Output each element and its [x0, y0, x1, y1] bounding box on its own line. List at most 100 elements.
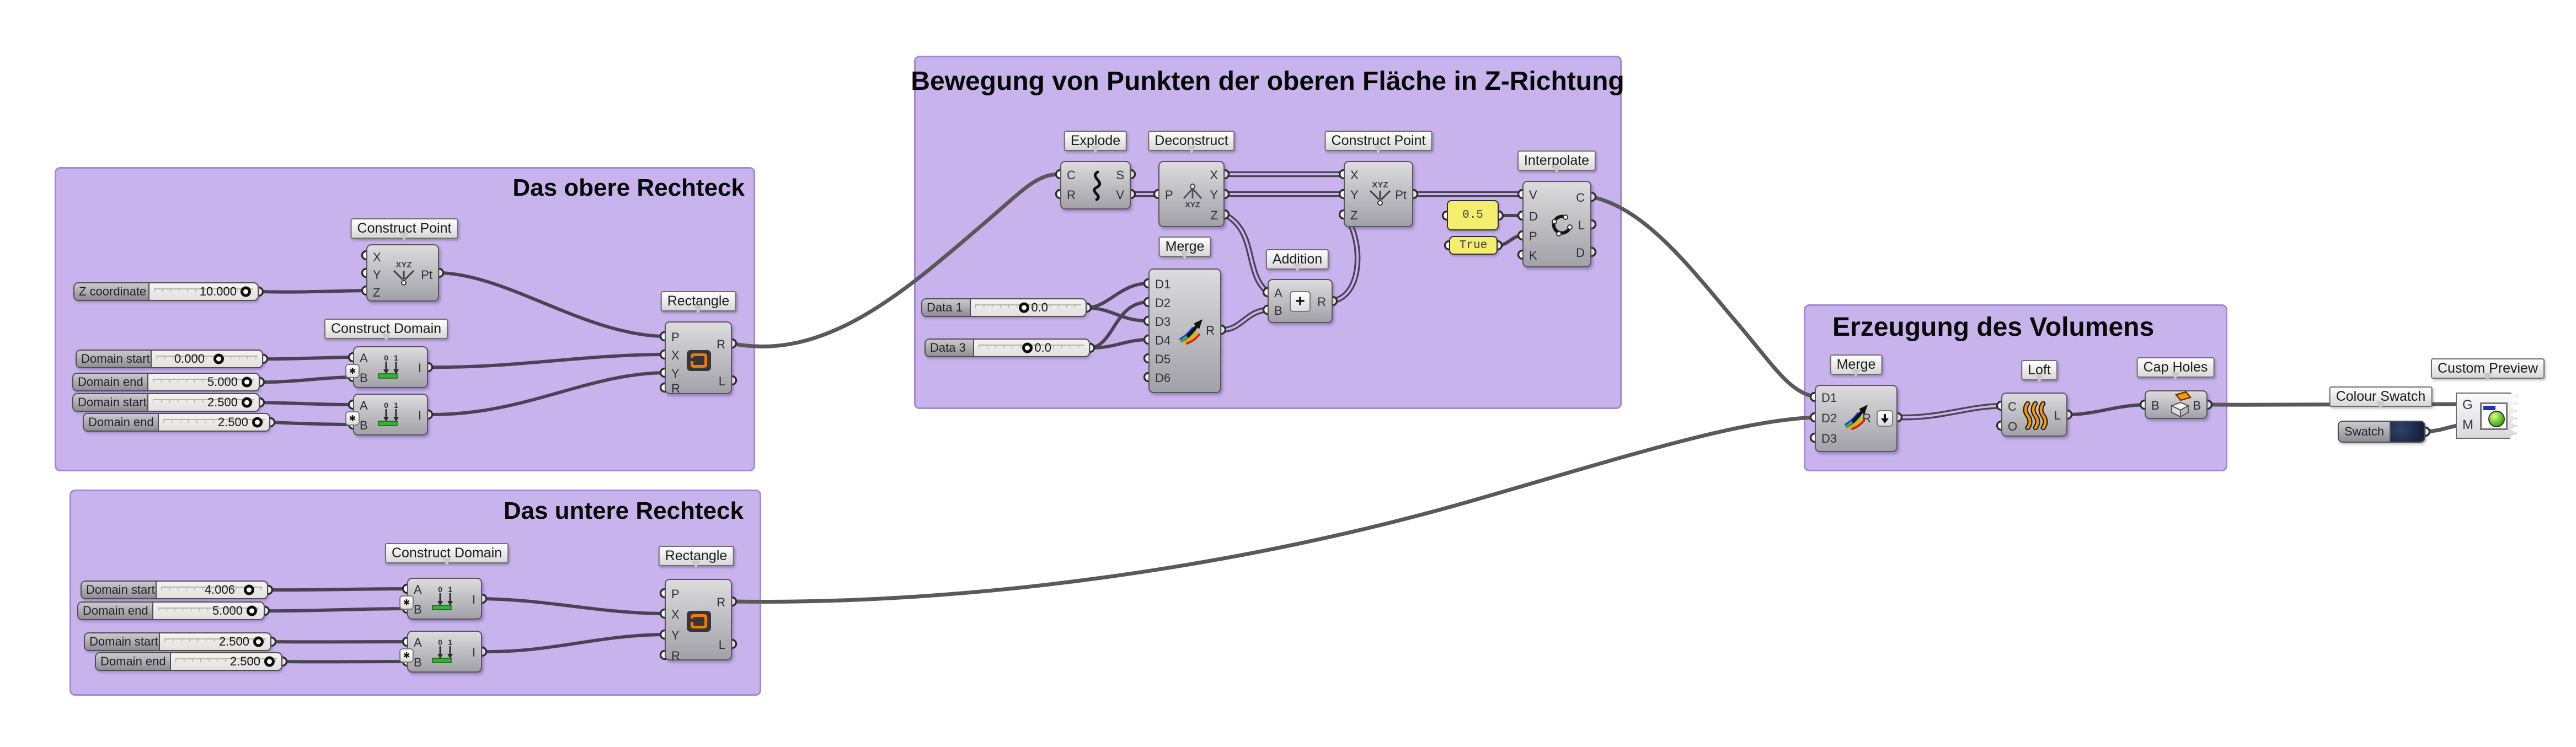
port-b: B [414, 655, 422, 669]
port-r: R [671, 649, 680, 663]
number-slider-domain-start[interactable]: Domain start 4.006 [81, 581, 268, 599]
port-pt: Pt [421, 268, 432, 282]
port-z: Z [373, 286, 381, 299]
component-merge-3[interactable]: D1 D2 D3 R [1815, 385, 1898, 452]
flatten-button[interactable] [1877, 410, 1893, 427]
expression-button[interactable]: ✱ [399, 648, 414, 663]
port-a: A [1274, 286, 1282, 300]
port-r: R [1067, 188, 1076, 202]
number-slider-domain-start[interactable]: Domain start 2.500 [72, 393, 260, 412]
port-b: B [360, 418, 368, 432]
slider-knob[interactable] [264, 656, 275, 667]
slider-knob[interactable] [1019, 302, 1030, 313]
svg-text:0: 0 [438, 638, 442, 647]
port-r: R [1317, 295, 1326, 309]
slider-knob[interactable] [213, 353, 224, 364]
component-construct-point-2[interactable]: X Y Z Pt XYZ [1344, 161, 1413, 227]
slider-value: 0.0 [1031, 300, 1048, 314]
data-panel[interactable]: 0.5 [1447, 200, 1499, 230]
slider-knob[interactable] [252, 417, 263, 428]
slider-knob[interactable] [242, 377, 252, 388]
swatch-color[interactable] [2391, 422, 2424, 442]
port-nubs [253, 169, 2470, 667]
component-custom-preview[interactable]: G M [2456, 393, 2518, 439]
data-panel[interactable]: True [1449, 236, 1498, 255]
port-o: O [2008, 420, 2018, 433]
component-deconstruct[interactable]: P X Y Z XYZ [1158, 161, 1225, 227]
component-cap-holes[interactable]: B B [2145, 390, 2208, 419]
slider-track[interactable]: 0.0 [971, 299, 1086, 316]
component-rectangle-1[interactable]: P X Y R R L [665, 321, 732, 395]
number-slider-domain-start[interactable]: Domain start 2.500 [84, 632, 271, 651]
slider-track[interactable]: 4.006 [157, 582, 267, 598]
component-merge-6[interactable]: D1 D2 D3 D4 D5 D6 R [1148, 268, 1221, 393]
component-construct-domain-3[interactable]: A B I 0 1 [407, 578, 482, 620]
slider-label: Z coordinate [74, 283, 149, 300]
slider-knob[interactable] [244, 584, 254, 595]
slider-track[interactable]: 5.000 [148, 374, 259, 390]
port-a: A [414, 583, 422, 596]
component-construct-domain-4[interactable]: A B I 0 1 [407, 631, 482, 673]
port-r-out: R [717, 595, 725, 609]
number-slider-domain-end[interactable]: Domain end 5.000 [72, 373, 260, 391]
component-explode[interactable]: C R S V [1060, 161, 1131, 209]
colour-swatch[interactable]: Swatch [2338, 421, 2425, 443]
swatch-label: Swatch [2339, 422, 2391, 442]
component-construct-domain-1[interactable]: A B I 0 1 [353, 346, 428, 388]
slider-track[interactable]: 5.000 [153, 603, 264, 619]
expression-button[interactable]: ✱ [345, 364, 360, 378]
port-x: X [1210, 168, 1218, 182]
number-slider-domain-start[interactable]: Domain start 0.000 [76, 350, 263, 368]
merge-icon [1845, 405, 1868, 430]
number-slider-domain-end[interactable]: Domain end 2.500 [95, 652, 282, 671]
tooltip-deconstruct: Deconstruct [1148, 131, 1235, 151]
component-addition[interactable]: A B R + [1268, 279, 1333, 323]
slider-knob[interactable] [1022, 342, 1033, 353]
slider-track[interactable]: 2.500 [160, 633, 270, 650]
construct-point-icon: XYZ [393, 260, 415, 286]
port-p: P [671, 587, 680, 601]
number-slider-z[interactable]: Z coordinate 10.000 [73, 282, 259, 301]
number-slider-domain-end[interactable]: Domain end 5.000 [77, 601, 265, 620]
slider-value: 0.000 [174, 352, 205, 366]
group-title-volumen: Erzeugung des Volumens [1832, 313, 2155, 342]
port-d2: D2 [1155, 296, 1171, 310]
expression-button[interactable]: ✱ [345, 411, 360, 426]
number-slider-data1[interactable]: Data 1 0.0 [921, 298, 1087, 317]
slider-label: Domain end [78, 603, 153, 619]
port-a: A [360, 399, 368, 412]
number-slider-domain-end[interactable]: Domain end 2.500 [83, 413, 270, 432]
expression-button[interactable]: ✱ [399, 595, 414, 610]
interpolate-icon [1552, 214, 1573, 237]
port-x: X [1350, 168, 1359, 182]
slider-knob[interactable] [253, 636, 264, 647]
port-d4: D4 [1155, 334, 1171, 347]
slider-track[interactable]: 2.500 [159, 414, 269, 431]
component-loft[interactable]: C O L [2001, 393, 2067, 437]
slider-track[interactable]: 10.000 [149, 283, 258, 300]
port-l: L [1578, 218, 1585, 232]
port-b-out: B [2193, 399, 2201, 412]
component-rectangle-2[interactable]: P X Y R R L [665, 579, 732, 663]
svg-text:0: 0 [438, 585, 442, 594]
slider-track[interactable]: 2.500 [148, 394, 259, 411]
component-construct-domain-2[interactable]: A B I 0 1 [353, 394, 428, 436]
svg-text:XYZ: XYZ [396, 260, 411, 270]
number-slider-data3[interactable]: Data 3 0.0 [924, 338, 1090, 357]
svg-text:0: 0 [384, 401, 388, 410]
slider-track[interactable]: 0.0 [974, 340, 1089, 356]
port-y: Y [1350, 188, 1359, 202]
port-c: C [1576, 191, 1585, 205]
port-g: G [2462, 397, 2473, 412]
port-r: R [1206, 324, 1215, 337]
slider-knob[interactable] [247, 605, 257, 616]
slider-track[interactable]: 0.000 [152, 351, 262, 367]
component-construct-point-1[interactable]: X Y Z Pt XYZ [366, 244, 439, 302]
slider-label: Domain start [82, 582, 157, 598]
slider-value: 10.000 [199, 284, 237, 298]
component-interpolate[interactable]: V D P K C L D [1522, 181, 1591, 267]
port-d5: D5 [1155, 352, 1171, 366]
slider-knob[interactable] [241, 286, 251, 297]
slider-track[interactable]: 2.500 [171, 653, 281, 670]
slider-knob[interactable] [242, 397, 252, 408]
